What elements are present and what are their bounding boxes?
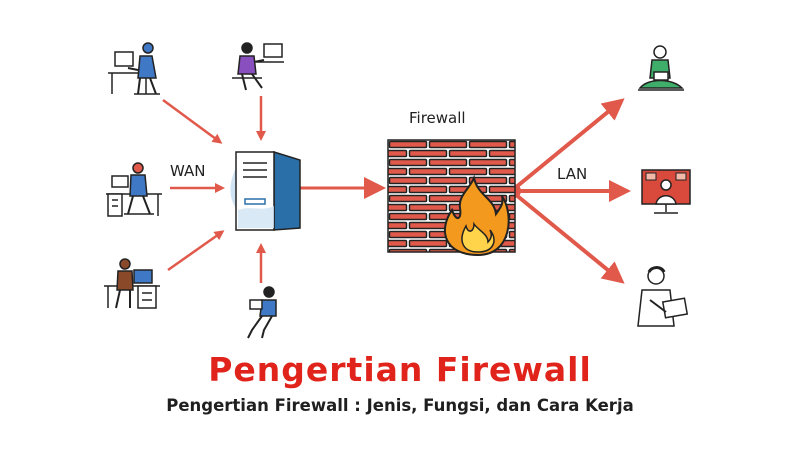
video-call-monitor-icon <box>641 169 691 214</box>
server-icon <box>230 150 301 231</box>
person-meditating-laptop-icon <box>638 45 684 91</box>
arrow-firewall-to-lan-top <box>513 98 625 190</box>
person-desk-monitor-icon <box>104 258 160 309</box>
person-desk-laptop-icon <box>106 162 162 217</box>
firewall-label: Firewall <box>409 109 466 127</box>
page-title: Pengertian Firewall <box>208 350 592 389</box>
brick-wall-flame-icon <box>387 139 516 257</box>
page-subtitle: Pengertian Firewall : Jenis, Fungsi, dan… <box>166 396 634 415</box>
arrow-client1-to-server <box>162 98 223 144</box>
person-desk-computer-icon <box>108 42 160 95</box>
arrow-firewall-to-lan-bottom <box>513 192 625 284</box>
wan-label: WAN <box>170 162 206 180</box>
person-headset-computer-icon <box>232 42 284 91</box>
lan-label: LAN <box>557 165 587 183</box>
arrows <box>162 96 631 284</box>
person-sitting-laptop-icon <box>247 286 277 339</box>
person-holding-laptop-icon <box>637 266 689 327</box>
arrow-client4-to-server <box>167 230 225 272</box>
